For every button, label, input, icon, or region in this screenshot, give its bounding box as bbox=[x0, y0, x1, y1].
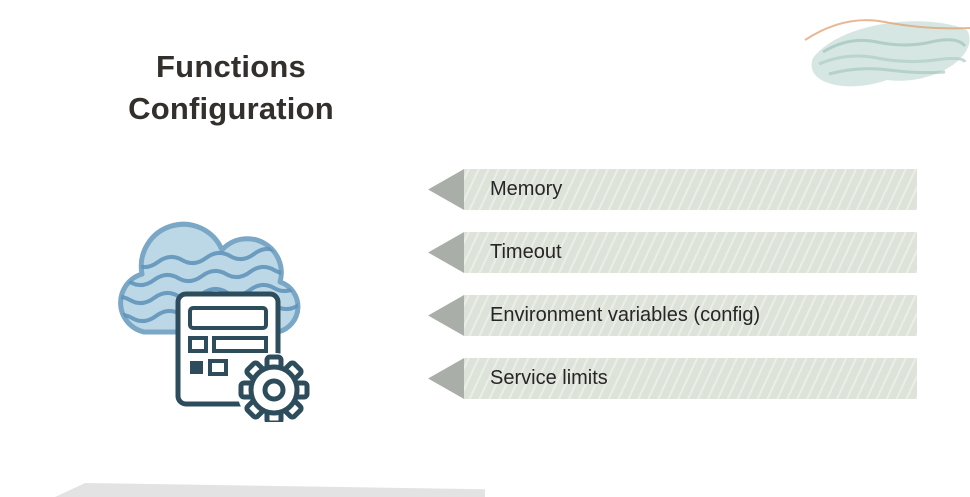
banner-arrow-icon bbox=[428, 232, 464, 273]
banner-label: Environment variables (config) bbox=[490, 304, 761, 326]
banner-arrow-icon bbox=[428, 358, 464, 399]
watercolor-decoration-top-right bbox=[804, 19, 970, 87]
banner-memory: Memory bbox=[428, 169, 917, 210]
banner-timeout: Timeout bbox=[428, 232, 917, 273]
banner-arrow-icon bbox=[428, 295, 464, 336]
banner-service-limits: Service limits bbox=[428, 358, 917, 399]
banner-environment-variables: Environment variables (config) bbox=[428, 295, 917, 336]
banner-label: Timeout bbox=[490, 241, 562, 263]
banner-arrow-icon bbox=[428, 169, 464, 210]
cloud-configuration-icon bbox=[92, 182, 332, 427]
gear-icon bbox=[237, 353, 311, 427]
slide-title: Functions Configuration bbox=[128, 49, 334, 126]
banner-label: Service limits bbox=[490, 367, 608, 389]
banner-list: Memory Timeout Environment variables (co… bbox=[428, 169, 917, 421]
banner-label: Memory bbox=[490, 178, 563, 200]
bottom-edge-decoration bbox=[55, 483, 485, 497]
